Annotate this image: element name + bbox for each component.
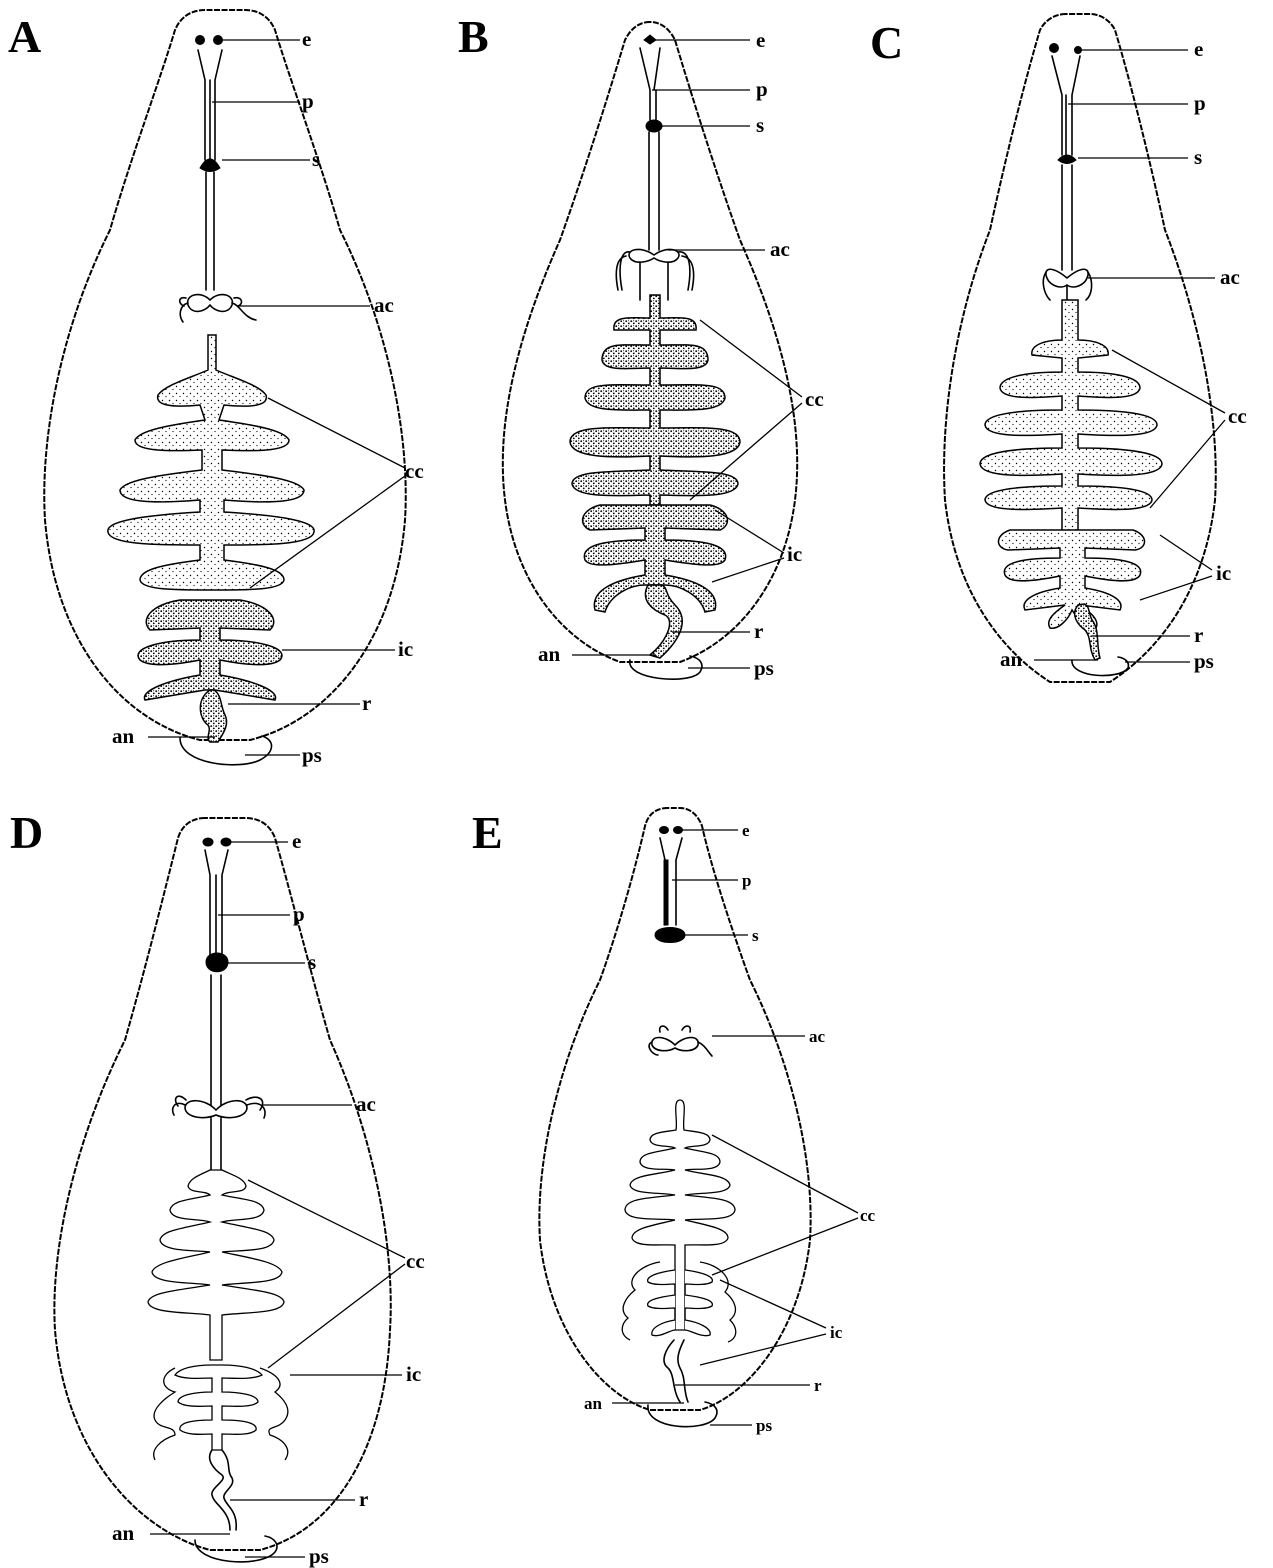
label-eyes: e [302, 27, 311, 51]
rectum [1075, 604, 1100, 660]
label-crop-caeca: cc [860, 1206, 876, 1225]
label-accessory-caeca: ac [356, 1092, 376, 1116]
rectum [200, 690, 226, 742]
label-pharynx: p [756, 77, 768, 101]
posterior-sucker [648, 1402, 717, 1427]
eyes [644, 35, 656, 44]
label-intestinal-caeca: ic [1216, 561, 1231, 585]
rectum [645, 585, 682, 658]
esophagus [1062, 165, 1072, 270]
label-posterior-sucker: ps [309, 1544, 329, 1568]
label-intestinal-caeca: ic [830, 1323, 843, 1342]
pharynx-wall [664, 860, 668, 925]
eyes [196, 36, 223, 45]
label-sphincter: s [312, 147, 320, 171]
sphincter [655, 928, 685, 943]
label-posterior-sucker: ps [302, 743, 322, 767]
label-posterior-sucker: ps [754, 656, 774, 680]
label-posterior-sucker: ps [756, 1416, 772, 1435]
esophagus [206, 172, 214, 290]
accessory-caeca [649, 1026, 712, 1056]
accessory-caeca [173, 1096, 265, 1170]
pharynx [660, 838, 682, 925]
label-accessory-caeca: ac [809, 1027, 826, 1046]
panel-letter-a: A [8, 11, 41, 62]
esophagus [649, 132, 659, 250]
label-rectum: r [814, 1376, 822, 1395]
eyes [660, 827, 683, 834]
label-intestinal-caeca: ic [406, 1362, 421, 1386]
sphincter [1058, 155, 1076, 164]
posterior-sucker [180, 736, 272, 765]
label-sphincter: s [308, 950, 316, 974]
intestinal-caeca [998, 530, 1144, 628]
label-rectum: r [362, 691, 371, 715]
crop-caeca [980, 300, 1162, 540]
panel-b: B e p s [458, 11, 824, 680]
label-accessory-caeca: ac [770, 237, 790, 261]
label-sphincter: s [1194, 145, 1202, 169]
intestinal-caeca [154, 1365, 288, 1460]
accessory-caeca [1043, 269, 1091, 300]
label-intestinal-caeca: ic [787, 542, 802, 566]
label-rectum: r [1194, 623, 1203, 647]
crop-caeca [570, 295, 740, 505]
panel-d: D [10, 807, 425, 1568]
label-anus: an [112, 1521, 135, 1545]
label-sphincter: s [752, 926, 759, 945]
panel-letter-c: C [870, 17, 903, 68]
pharynx [1052, 56, 1080, 155]
label-accessory-caeca: ac [1220, 265, 1240, 289]
label-crop-caeca: cc [406, 1249, 425, 1273]
panel-c: C [870, 14, 1247, 682]
sphincter [646, 120, 662, 132]
sphincter [206, 953, 228, 972]
label-pharynx: p [293, 902, 305, 926]
esophagus [211, 975, 221, 1105]
label-intestinal-caeca: ic [398, 637, 413, 661]
label-anus: an [584, 1394, 603, 1413]
pharynx [640, 48, 660, 120]
panel-e: E [472, 807, 876, 1435]
rectum [664, 1340, 688, 1402]
label-crop-caeca: cc [1228, 404, 1247, 428]
label-eyes: e [756, 28, 765, 52]
panel-letter-e: E [472, 807, 503, 858]
panel-letter-d: D [10, 807, 43, 858]
pharynx [205, 850, 228, 955]
eyes [203, 838, 231, 846]
crop-caeca [148, 1170, 284, 1360]
label-rectum: r [359, 1487, 368, 1511]
label-eyes: e [1194, 37, 1203, 61]
label-pharynx: p [302, 89, 314, 113]
label-crop-caeca: cc [805, 387, 824, 411]
label-eyes: e [292, 829, 301, 853]
label-anus: an [538, 642, 561, 666]
label-rectum: r [754, 619, 763, 643]
label-sphincter: s [756, 113, 764, 137]
label-crop-caeca: cc [405, 459, 424, 483]
intestinal-caeca [138, 600, 282, 700]
label-pharynx: p [742, 871, 751, 890]
rectum [210, 1450, 237, 1530]
pharynx [198, 50, 222, 160]
crop-caeca [108, 335, 314, 590]
panel-a: A e [8, 10, 424, 767]
label-eyes: e [742, 821, 750, 840]
label-pharynx: p [1194, 91, 1206, 115]
label-accessory-caeca: ac [374, 293, 394, 317]
sphincter [200, 159, 220, 172]
label-anus: an [112, 724, 135, 748]
panel-letter-b: B [458, 11, 489, 62]
accessory-caeca [616, 249, 693, 300]
accessory-caeca [180, 295, 256, 322]
label-anus: an [1000, 647, 1023, 671]
eyes [1050, 44, 1082, 54]
label-posterior-sucker: ps [1194, 649, 1214, 673]
